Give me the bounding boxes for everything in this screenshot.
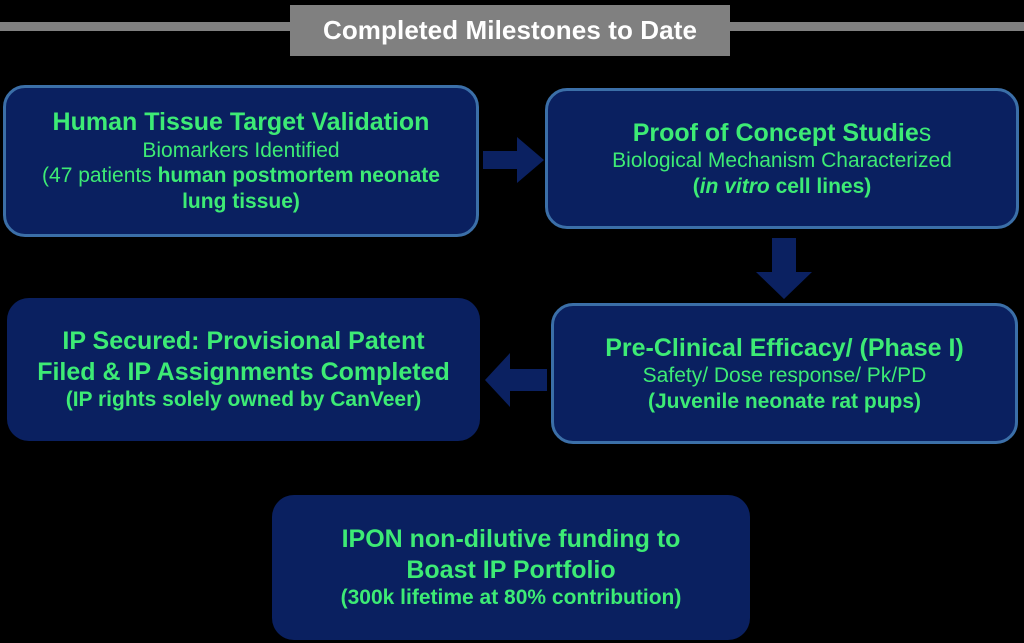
validation-note-line2: lung tissue) xyxy=(182,190,300,214)
header-title-chip: Completed Milestones to Date xyxy=(290,5,730,56)
poc-note-open: ( xyxy=(692,174,700,198)
validation-note-bold: human postmortem neonate xyxy=(157,164,440,188)
ipon-title-line2: Boast IP Portfolio xyxy=(406,555,616,584)
preclinical-title: Pre-Clinical Efficacy/ (Phase I) xyxy=(605,333,964,362)
poc-note: (in vitro cell lines) xyxy=(693,174,872,200)
poc-title-tail: s xyxy=(918,118,932,147)
page-title: Completed Milestones to Date xyxy=(322,15,698,45)
preclinical-note: (Juvenile neonate rat pups) xyxy=(647,389,922,413)
poc-title-bold: Proof of Concept Studie xyxy=(632,118,919,147)
poc-note-tail: cell lines) xyxy=(769,174,872,198)
validation-subtitle: Biomarkers Identified xyxy=(142,138,340,162)
ip-secured-title-line2: Filed & IP Assignments Completed xyxy=(37,357,450,386)
node-proof-of-concept-studies[interactable]: Proof of Concept Studies Biological Mech… xyxy=(545,88,1019,229)
node-pre-clinical-efficacy[interactable]: Pre-Clinical Efficacy/ (Phase I) Safety/… xyxy=(551,303,1018,444)
poc-subtitle: Biological Mechanism Characterized xyxy=(612,149,952,173)
ip-secured-note: (IP rights solely owned by CanVeer) xyxy=(65,388,422,412)
ipon-title-line1: IPON non-dilutive funding to xyxy=(341,525,681,554)
validation-title: Human Tissue Target Validation xyxy=(52,108,430,137)
node-ipon-funding[interactable]: IPON non-dilutive funding to Boast IP Po… xyxy=(272,495,750,640)
arrow-left-icon xyxy=(484,352,548,408)
poc-title: Proof of Concept Studies xyxy=(633,118,932,149)
validation-note-prefix: (47 patients xyxy=(42,164,158,188)
arrow-right-icon xyxy=(483,136,545,184)
ip-secured-title-line1: IP Secured: Provisional Patent xyxy=(62,327,425,356)
arrow-down-icon xyxy=(755,238,813,300)
validation-note-line1: (47 patients human postmortem neonate xyxy=(42,163,440,189)
node-human-tissue-target-validation[interactable]: Human Tissue Target Validation Biomarker… xyxy=(3,85,479,237)
ipon-note: (300k lifetime at 80% contribution) xyxy=(340,586,682,610)
poc-note-italic: in vitro xyxy=(699,174,770,198)
preclinical-subtitle: Safety/ Dose response/ Pk/PD xyxy=(642,364,927,388)
node-ip-secured[interactable]: IP Secured: Provisional Patent Filed & I… xyxy=(7,298,480,441)
